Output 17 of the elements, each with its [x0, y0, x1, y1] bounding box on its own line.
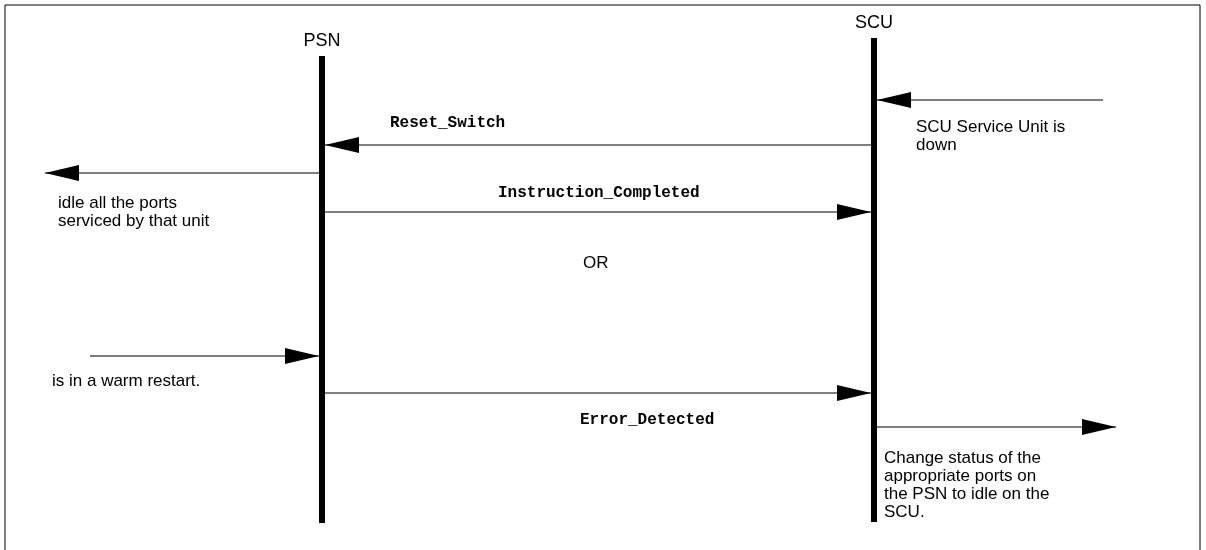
note-text: is in a warm restart.: [52, 372, 202, 390]
message-arrow: [876, 92, 1104, 108]
lifeline-heading: PSN: [302, 30, 342, 50]
note-text: OR: [583, 254, 610, 272]
message-label: Instruction_Completed: [496, 184, 702, 202]
message-arrow: [876, 419, 1117, 435]
note-text: Change status of the appropriate ports on the PSN to idle on the SCU.: [884, 449, 1051, 521]
message-arrow: [324, 204, 872, 220]
note-text: SCU Service Unit is down: [916, 118, 1067, 154]
message-arrow: [324, 137, 872, 153]
message-label: Reset_Switch: [388, 114, 508, 132]
note-text: idle all the ports serviced by that unit: [58, 194, 211, 230]
lifeline-heading: SCU: [854, 12, 894, 32]
message-arrow: [324, 385, 872, 401]
message-label: Error_Detected: [578, 411, 717, 429]
message-arrow: [89, 348, 320, 364]
message-arrow: [44, 165, 320, 181]
